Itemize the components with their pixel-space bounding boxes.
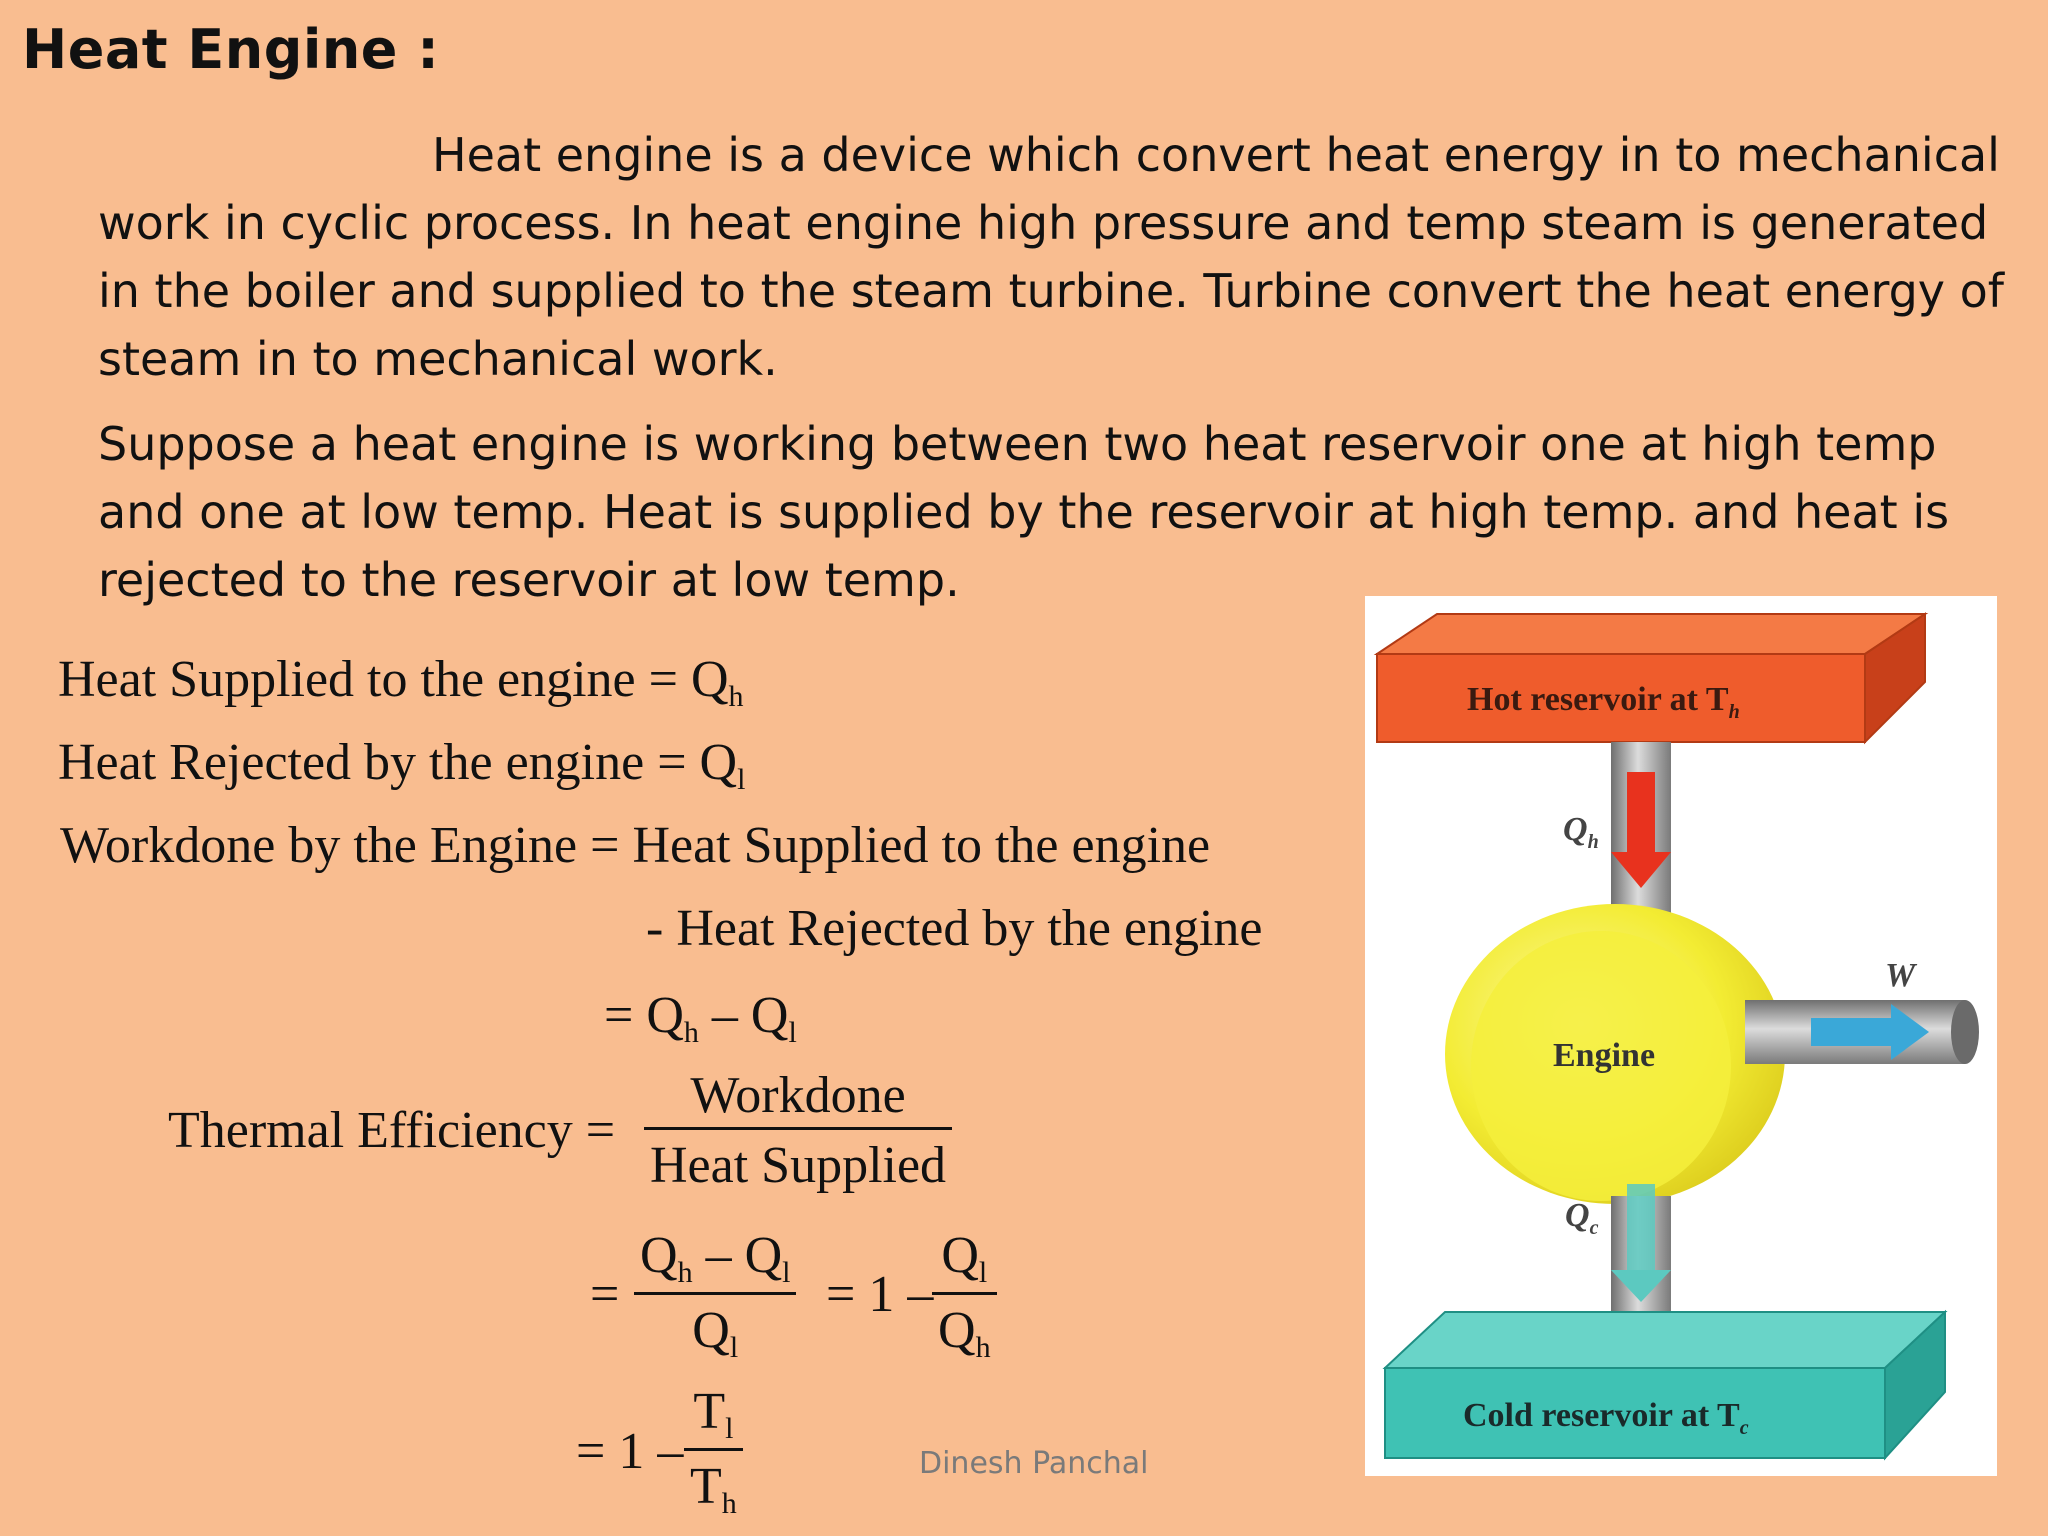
frac-qh-minus-ql: Qh – Ql Ql [634, 1226, 797, 1365]
sym-t-1: T [693, 1383, 726, 1440]
frac-bar [644, 1127, 953, 1130]
frac-bar [684, 1448, 743, 1451]
eq-heat-rejected: Heat Rejected by the engine = Ql [58, 733, 745, 797]
engine-front [1471, 931, 1731, 1201]
eq-work-result: = Qh – Ql [604, 986, 797, 1050]
w-arrow-head [1891, 1004, 1929, 1060]
sub-h-1: h [677, 1256, 693, 1289]
footer-author: Dinesh Panchal [919, 1446, 1149, 1481]
eq-work-done: Workdone by the Engine = Heat Supplied t… [60, 817, 1211, 874]
frac-den-th: Th [684, 1457, 743, 1521]
slide-title: Heat Engine : [22, 18, 440, 81]
sym-q-3: Q [692, 1302, 730, 1359]
eq-heat-rejected-text: Heat Rejected by the engine = Q [58, 734, 738, 791]
heat-engine-svg: Hot reservoir at Th Qh Engine W Qc Cold … [1373, 612, 1979, 1461]
frac-tl-over-th: Tl Th [684, 1382, 743, 1521]
cold-reservoir-label: Cold reservoir at Tc [1463, 1397, 1749, 1439]
cold-reservoir-front [1384, 1367, 1886, 1459]
cold-reservoir-top [1382, 1311, 1948, 1369]
eq-heat-rejected-sub: l [737, 763, 746, 796]
eq-one-minus-1: = 1 – [826, 1266, 934, 1323]
sub-l-2: l [729, 1331, 739, 1364]
eq-sign-1: = [590, 1266, 620, 1323]
sym-q-1: Q [640, 1227, 678, 1284]
sym-q-5: Q [938, 1302, 976, 1359]
sym-q-4: Q [941, 1227, 979, 1284]
frac-ql-over-qh: Ql Qh [932, 1226, 997, 1365]
w-label: W [1885, 957, 1918, 994]
frac-num-qh-ql: Qh – Ql [634, 1226, 796, 1290]
sub-l-4: l [725, 1412, 734, 1445]
eq-heat-supplied-sub: h [728, 680, 744, 713]
frac-bar [932, 1292, 997, 1295]
qh-arrow-head [1611, 852, 1671, 888]
reservoir-paragraph: Suppose a heat engine is working between… [98, 417, 1950, 607]
hot-reservoir-label: Hot reservoir at Th [1467, 681, 1740, 723]
qc-arrow-head [1611, 1270, 1671, 1302]
frac-den-qh: Qh [932, 1301, 997, 1365]
frac-num-tl: Tl [684, 1382, 743, 1446]
eq-work-result-minus: – Q [698, 987, 789, 1044]
eq-heat-supplied-text: Heat Supplied to the engine = Q [58, 651, 729, 708]
engine-label: Engine [1553, 1037, 1655, 1074]
frac-num-ql: Ql [932, 1226, 997, 1290]
frac-num-workdone: Workdone [690, 1067, 906, 1124]
qh-label: Qh [1563, 811, 1599, 853]
sym-t-2: T [690, 1458, 722, 1515]
frac-workdone-over-heat: Workdone Heat Supplied [644, 1066, 953, 1195]
eq-work-result-sub-h: h [683, 1016, 699, 1049]
intro-paragraph: Heat engine is a device which convert he… [98, 128, 2004, 386]
hot-reservoir-top [1373, 613, 1929, 655]
sub-l-3: l [978, 1256, 988, 1289]
heat-engine-diagram: Hot reservoir at Th Qh Engine W Qc Cold … [1365, 596, 1997, 1476]
hot-reservoir-front [1376, 653, 1866, 743]
eq-one-minus-2: = 1 – [576, 1423, 684, 1480]
eq-work-result-q: = Q [604, 987, 684, 1044]
work-pipe-end [1951, 1000, 1979, 1064]
eq-work-done-cont: - Heat Rejected by the engine [646, 900, 1263, 957]
sym-q-2: Q [744, 1227, 783, 1284]
qc-arrow-shaft [1627, 1184, 1655, 1270]
eq-efficiency-label: Thermal Efficiency = [168, 1102, 616, 1159]
eq-heat-supplied: Heat Supplied to the engine = Qh [58, 650, 744, 714]
qh-arrow-shaft [1627, 772, 1655, 852]
frac-den-ql: Ql [634, 1301, 796, 1365]
eq-work-result-sub-l: l [788, 1016, 797, 1049]
frac-den-heat-supplied: Heat Supplied [650, 1137, 947, 1194]
frac-bar [634, 1292, 797, 1295]
qc-label: Qc [1565, 1197, 1599, 1239]
w-arrow-shaft [1811, 1018, 1891, 1046]
minus-1: – [692, 1227, 745, 1284]
sub-h-2: h [975, 1331, 991, 1364]
sub-h-3: h [721, 1487, 737, 1520]
sub-l-1: l [782, 1256, 791, 1289]
